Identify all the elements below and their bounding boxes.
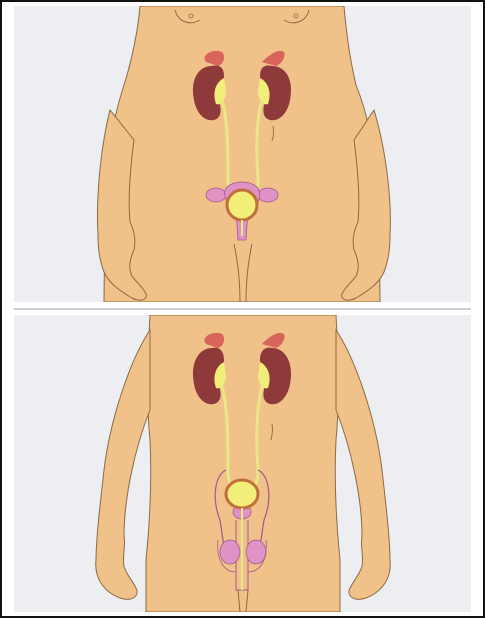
ovary-right xyxy=(258,188,278,202)
male-bladder xyxy=(226,480,258,508)
female-panel xyxy=(14,6,471,302)
testis-left xyxy=(220,540,240,564)
female-bladder xyxy=(227,190,257,220)
ovary-left xyxy=(206,188,226,202)
female-torso xyxy=(104,6,380,302)
male-panel xyxy=(14,315,471,612)
testis-right xyxy=(246,540,266,564)
